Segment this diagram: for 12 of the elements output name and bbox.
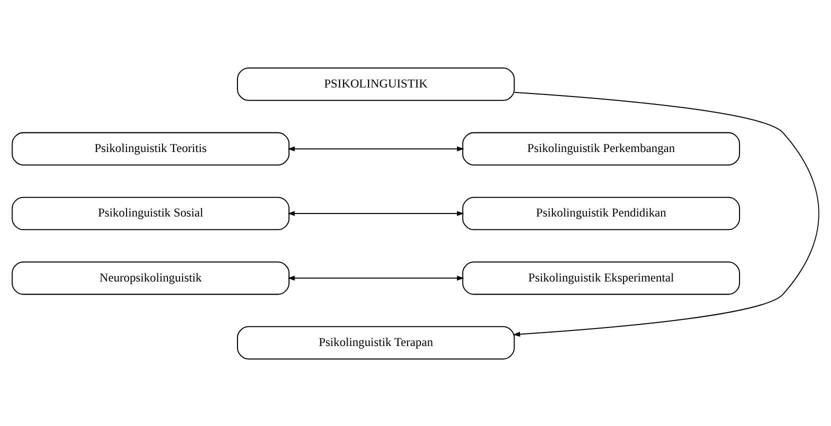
node-box: Psikolinguistik Perkembangan [462,132,740,166]
arrow [512,91,820,336]
arrow [288,275,464,280]
node-box: Psikolinguistik Terapan [236,326,515,359]
node-box: Psikolinguistik Pendidikan [462,196,740,230]
node-box: Psikolinguistik Sosial [12,196,290,230]
node-box: PSIKOLINGUISTIK [236,67,515,100]
node-box: Neuropsikolinguistik [12,260,290,294]
node-box: Psikolinguistik Teoritis [12,132,290,166]
node-box: Psikolinguistik Eksperimental [462,260,740,294]
arrow [288,210,464,216]
arrow [288,146,464,151]
